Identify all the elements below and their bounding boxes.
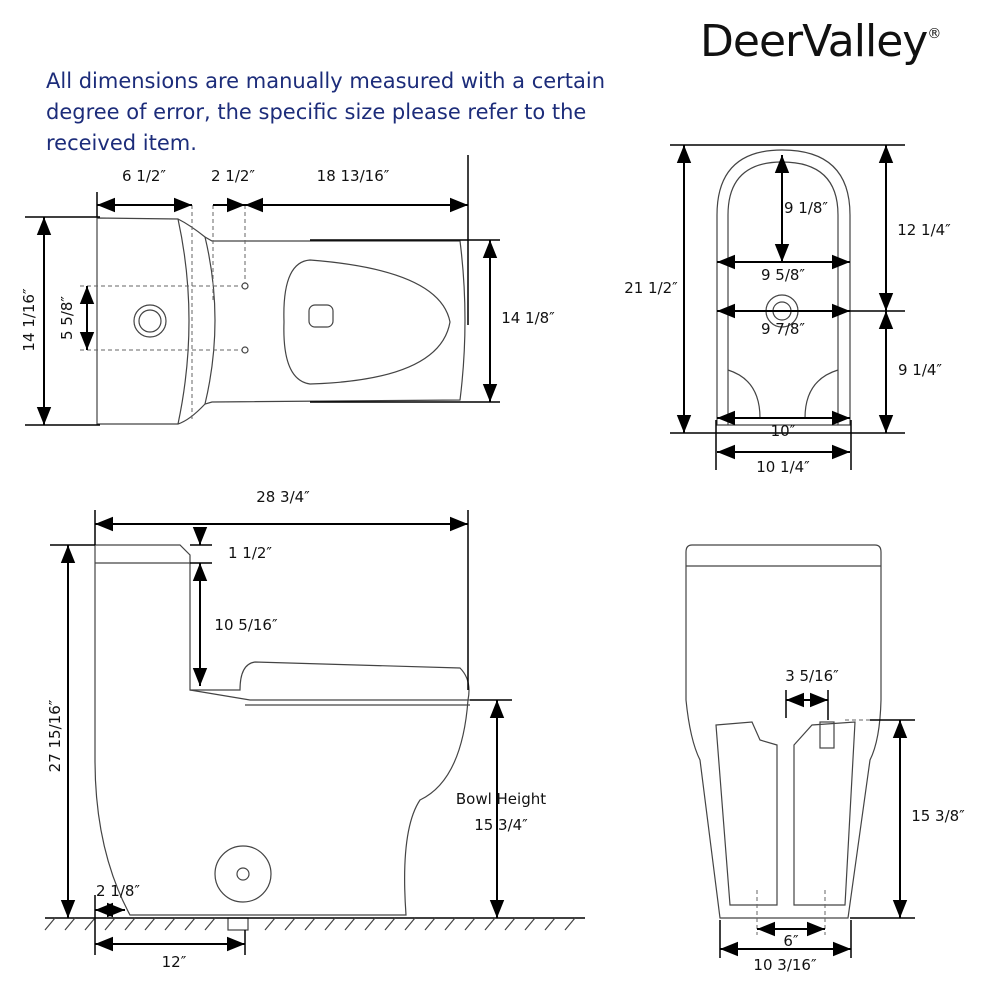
dim-base-offset: 2 1/8″	[96, 882, 140, 900]
dim-supply-offset: 3 5/16″	[785, 667, 839, 685]
side-view: 28 3/4″ 27 15/16″ 1 1/2″ 10 5/16″ Bowl H…	[44, 488, 585, 971]
dim-width-a: 9 5/8″	[761, 266, 805, 284]
dim-tank-width: 14 1/16″	[20, 288, 38, 352]
dim-bolt-spacing: 6″	[783, 932, 799, 950]
dim-bowl-width: 14 1/8″	[501, 309, 555, 327]
measurement-note: All dimensions are manually measured wit…	[46, 69, 606, 155]
dim-upper: 12 1/4″	[897, 221, 951, 239]
dim-width-b: 9 7/8″	[761, 320, 805, 338]
dim-total-height: 27 15/16″	[46, 699, 64, 772]
front-view: 21 1/2″ 12 1/4″ 9 1/4″ 9 1/8″ 9 5/8″ 9 7…	[624, 144, 951, 476]
dim-tank-to-seat: 10 5/16″	[214, 616, 278, 634]
dim-gap: 2 1/2″	[211, 167, 255, 185]
dim-bowl-length: 18 13/16″	[317, 167, 390, 185]
dim-total-depth: 21 1/2″	[624, 279, 678, 297]
dim-supply-height: 15 3/8″	[911, 807, 965, 825]
bowl-height-label: Bowl Height	[456, 790, 546, 808]
dim-tank-depth: 6 1/2″	[122, 167, 166, 185]
dim-width-c: 10″	[771, 422, 796, 440]
top-view: 6 1/2″ 2 1/2″ 18 13/16″ 14 1/16″ 5 5/8″ …	[20, 155, 555, 426]
dim-base-width: 10 3/16″	[753, 956, 817, 974]
dim-hole-spacing: 5 5/8″	[58, 296, 76, 340]
dim-inner-depth: 9 1/8″	[784, 199, 828, 217]
dim-lower: 9 1/4″	[898, 361, 942, 379]
dim-width-d: 10 1/4″	[756, 458, 810, 476]
dim-length: 28 3/4″	[256, 488, 310, 506]
dim-bowl-height: 15 3/4″	[474, 816, 528, 834]
dim-rough-in: 12″	[162, 953, 187, 971]
brand-logo: DeerValley®	[700, 16, 941, 67]
back-view: 3 5/16″ 15 3/8″ 6″ 10 3/16″	[685, 544, 965, 974]
dim-lid: 1 1/2″	[228, 544, 272, 562]
